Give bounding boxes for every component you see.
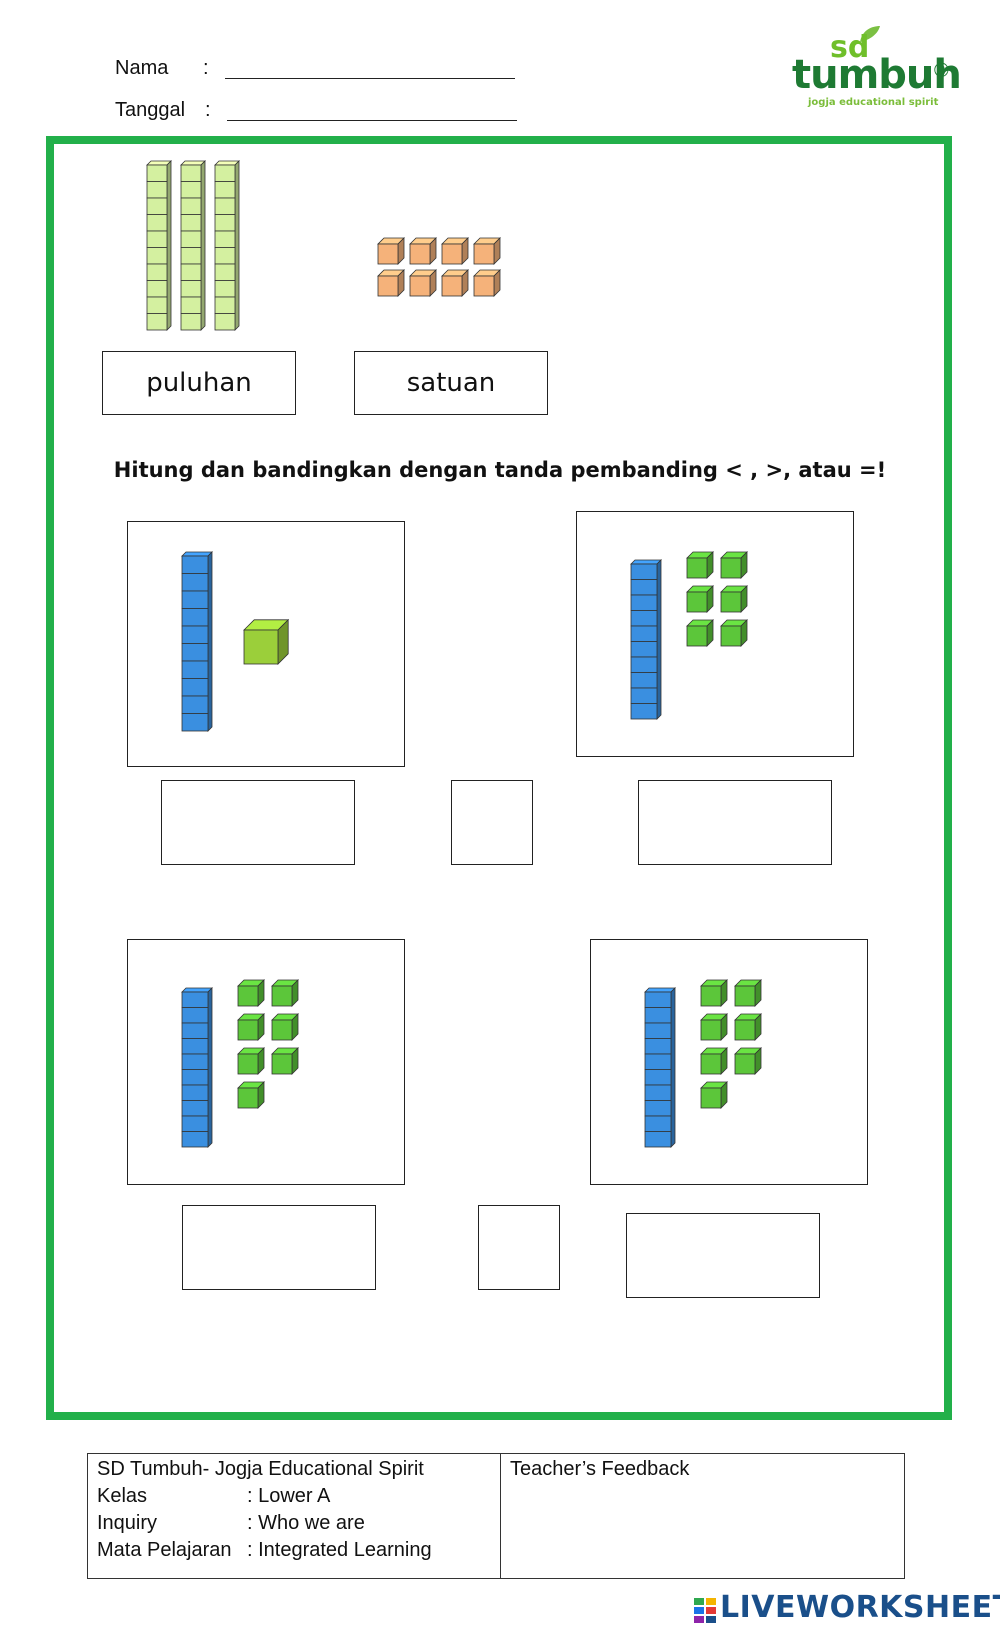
ones-cube: [271, 979, 299, 1007]
date-label: Tanggal: [115, 99, 186, 121]
ones-cube: [237, 1081, 265, 1109]
tens-rod: [180, 160, 206, 331]
satuan-label-box: satuan: [354, 351, 548, 415]
ones-cube: [409, 269, 437, 297]
ones-cube: [734, 1013, 762, 1041]
registered-mark: ®: [934, 60, 949, 82]
problem2-left-answer[interactable]: [182, 1205, 376, 1290]
footer-key: Mata Pelajaran: [97, 1539, 232, 1561]
tens-rod: [214, 160, 240, 331]
ones-cube: [441, 269, 469, 297]
liveworksheets-watermark: LIVEWORKSHEETS: [720, 1590, 1000, 1625]
footer-info-table: SD Tumbuh- Jogja Educational Spirit Kela…: [87, 1453, 905, 1579]
problem1-right-picture: [576, 511, 854, 757]
problem2-right-blocks: [644, 979, 762, 1148]
instruction-text: Hitung dan bandingkan dengan tanda pemba…: [113, 458, 887, 482]
tens-rod: [181, 987, 213, 1148]
ones-cube: [700, 979, 728, 1007]
ones-cube: [686, 619, 714, 647]
school-logo: sd tumbuh ® jogja educational spirit: [790, 18, 962, 113]
puluhan-label-box: puluhan: [102, 351, 296, 415]
footer-key: Kelas: [97, 1485, 148, 1507]
footer-row-kelas: Kelas : Lower A: [97, 1483, 432, 1510]
date-colon: :: [205, 99, 211, 121]
tens-rods-illustration: [146, 160, 240, 331]
tens-rod: [146, 160, 172, 331]
ones-cube: [700, 1081, 728, 1109]
ones-cube: [237, 1047, 265, 1075]
problem2-left-blocks: [181, 979, 299, 1148]
teacher-feedback-title: Teacher’s Feedback: [510, 1458, 690, 1480]
ones-cube: [734, 979, 762, 1007]
tens-rod: [644, 987, 676, 1148]
ones-cube: [237, 979, 265, 1007]
problem2-right-answer[interactable]: [626, 1213, 820, 1298]
footer-school-name: SD Tumbuh- Jogja Educational Spirit: [97, 1458, 424, 1480]
name-colon: :: [203, 57, 209, 79]
logo-main-text: tumbuh: [792, 52, 962, 98]
footer-row-inquiry: Inquiry : Who we are: [97, 1510, 432, 1537]
ones-cube: [473, 269, 501, 297]
footer-value: : Lower A: [247, 1485, 331, 1507]
ones-cubes-illustration: [377, 237, 501, 297]
worksheet-frame: [46, 136, 952, 1420]
problem2-left-picture: [127, 939, 405, 1185]
problem1-left-blocks: [181, 551, 290, 732]
problem2-sign-answer[interactable]: [478, 1205, 560, 1290]
problem1-left-picture: [127, 521, 405, 767]
problem2-right-picture: [590, 939, 868, 1185]
name-field-line[interactable]: [225, 78, 515, 79]
ones-cube: [700, 1047, 728, 1075]
name-label: Nama: [115, 57, 169, 79]
date-field-line[interactable]: [227, 120, 517, 121]
problem1-left-answer[interactable]: [161, 780, 355, 865]
ones-cube: [377, 269, 405, 297]
ones-cube: [473, 237, 501, 265]
ones-cube: [409, 237, 437, 265]
ones-cube: [686, 551, 714, 579]
tens-rod: [630, 559, 662, 720]
logo-tagline: jogja educational spirit: [808, 97, 939, 108]
ones-cube: [441, 237, 469, 265]
footer-row-subject: Mata Pelajaran : Integrated Learning: [97, 1537, 432, 1564]
problem1-right-answer[interactable]: [638, 780, 832, 865]
ones-cube: [686, 585, 714, 613]
ones-cube: [720, 619, 748, 647]
ones-cube: [243, 618, 290, 665]
ones-cube: [271, 1013, 299, 1041]
tens-rod: [181, 551, 213, 732]
ones-cube: [377, 237, 405, 265]
ones-cube: [720, 551, 748, 579]
ones-cube: [720, 585, 748, 613]
liveworksheets-icon: [694, 1598, 718, 1624]
footer-divider: [500, 1454, 501, 1578]
footer-value: : Who we are: [247, 1512, 365, 1534]
footer-left-column: SD Tumbuh- Jogja Educational Spirit Kela…: [97, 1456, 432, 1564]
footer-key: Inquiry: [97, 1512, 158, 1534]
ones-cube: [734, 1047, 762, 1075]
ones-cube: [237, 1013, 265, 1041]
ones-cube: [700, 1013, 728, 1041]
problem1-right-blocks: [630, 551, 748, 720]
leaf-icon: [860, 26, 880, 42]
logo-sd-text: sd: [830, 30, 870, 65]
ones-cube: [271, 1047, 299, 1075]
footer-value: : Integrated Learning: [247, 1539, 432, 1561]
problem1-sign-answer[interactable]: [451, 780, 533, 865]
